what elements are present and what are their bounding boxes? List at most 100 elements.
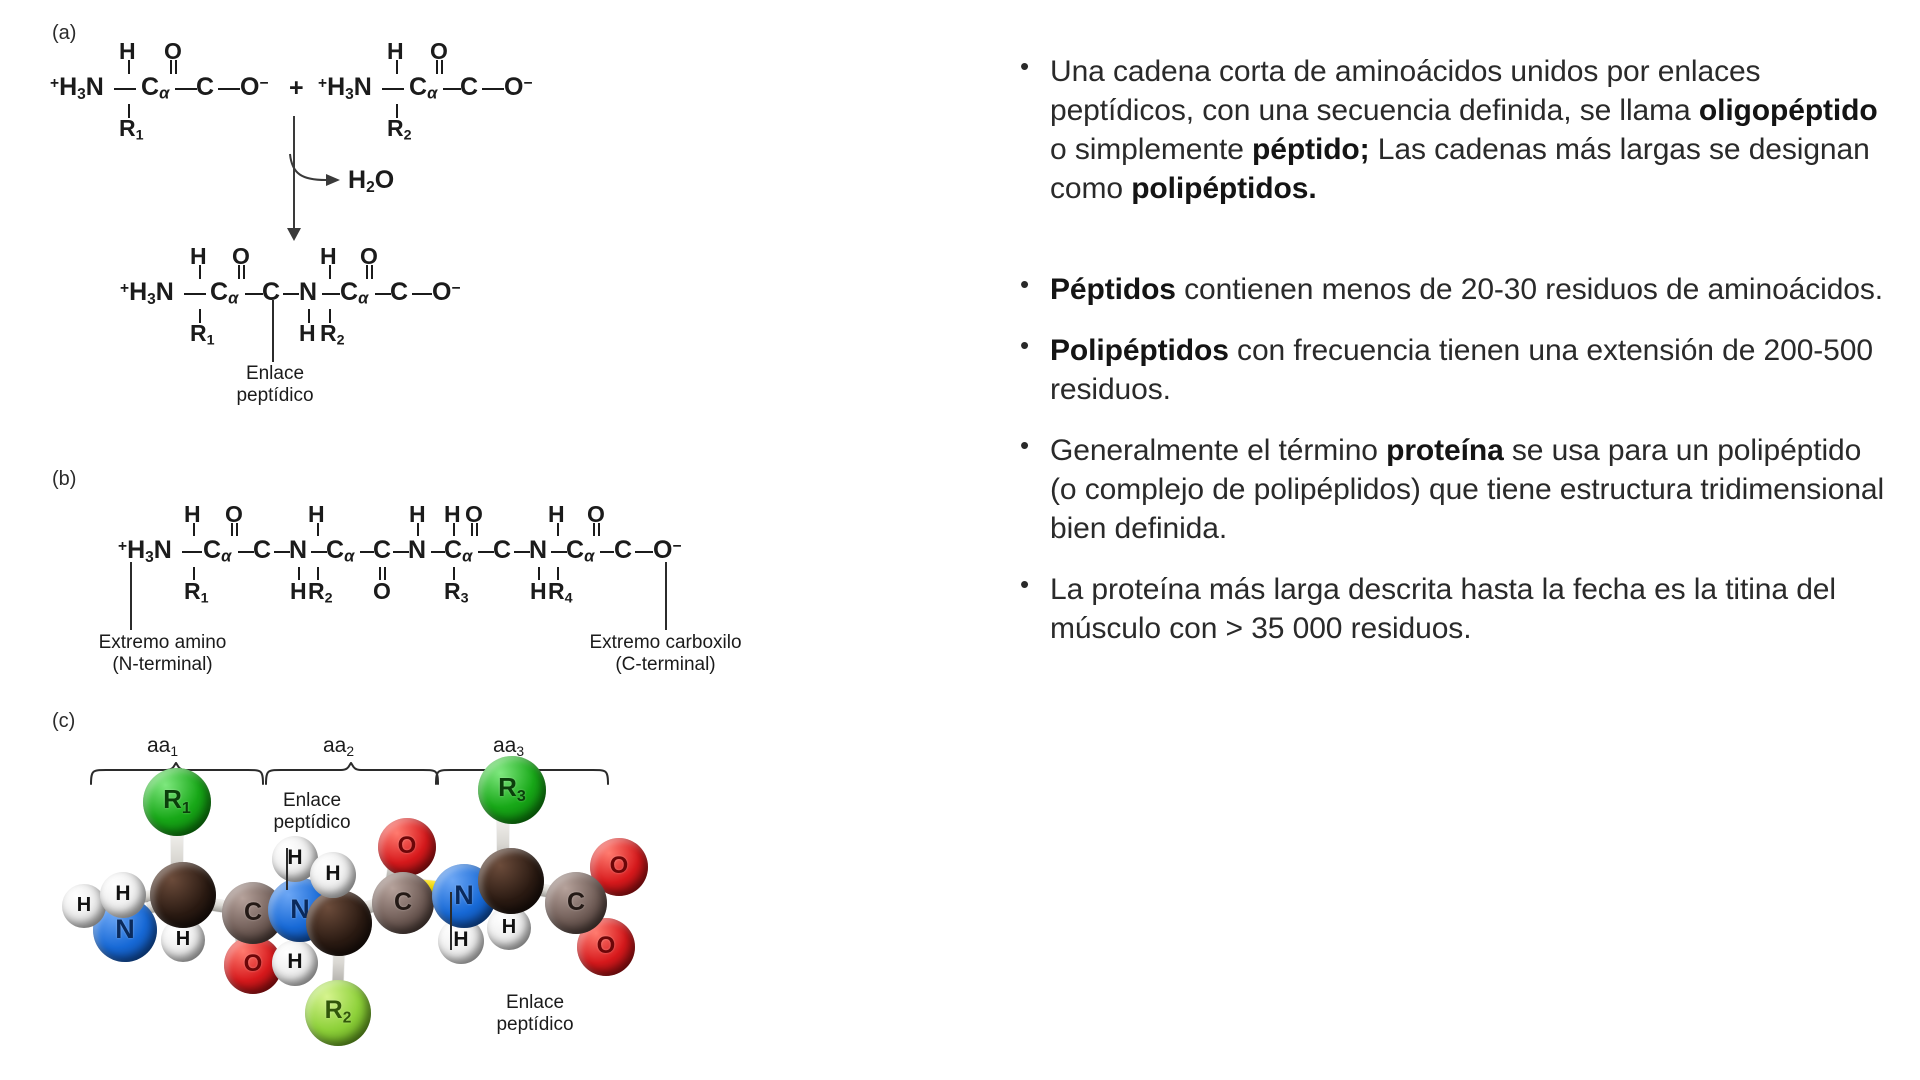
reaction-arrow-head	[287, 228, 301, 241]
c-terminal-leader	[665, 562, 667, 630]
bond	[322, 293, 340, 295]
panel-b-right-caption: Extremo carboxilo (C-terminal)	[589, 632, 742, 675]
bond	[193, 567, 195, 580]
panel-b-r2: R2	[308, 578, 333, 607]
panel-a-product-nh: H	[299, 320, 316, 346]
list-item: Péptidos contienen menos de 20-30 residu…	[1010, 268, 1890, 309]
peptide-bond-leader-1	[286, 848, 288, 890]
bond	[635, 551, 653, 553]
bond	[184, 293, 206, 295]
bond	[598, 523, 600, 536]
panel-a-product-h2: H	[320, 243, 337, 269]
panel-b-n-3: N	[529, 536, 548, 564]
bond	[600, 551, 614, 553]
panel-b-nh-3: H	[530, 578, 547, 604]
panel-c-brace-1	[90, 762, 264, 785]
panel-b-calpha-1: Cα	[203, 536, 232, 566]
panel-b-c-2: C	[373, 536, 392, 564]
bond	[384, 567, 386, 580]
panel-b-r1: R1	[184, 578, 209, 607]
panel-c-aa1-label: aa1	[147, 734, 179, 760]
bond	[236, 523, 238, 536]
panel-b-n-2: N	[408, 536, 427, 564]
bond	[396, 60, 398, 74]
bond	[478, 551, 494, 553]
atom-alpha-carbon	[478, 848, 544, 914]
panel-b-calpha-4: Cα	[566, 536, 595, 566]
panel-a-product-h1: H	[190, 243, 207, 269]
panel-b-carboxy-terminus: O−	[653, 536, 682, 564]
atom-carbonyl-carbon: C	[372, 872, 434, 934]
atom-hydrogen: H	[272, 940, 318, 986]
atom-hydrogen: H	[62, 884, 106, 928]
bond	[114, 88, 136, 90]
bond	[317, 523, 319, 536]
bond	[199, 265, 201, 279]
bond	[412, 293, 432, 295]
panel-a-aa1-amino: +H3N	[50, 73, 104, 103]
panel-a-aa1-ominus: O−	[240, 73, 269, 101]
panel-b-nh-2: H	[409, 501, 426, 527]
atom-hydrogen: H	[272, 836, 318, 882]
panel-c-letter: (c)	[52, 710, 76, 732]
bond	[379, 567, 381, 580]
panel-a-aa2-o: O	[430, 38, 448, 64]
panel-b-o-1: O	[225, 501, 243, 527]
bond	[238, 551, 254, 553]
panel-b-n-1: N	[289, 536, 308, 564]
bond	[308, 309, 310, 323]
bond	[436, 60, 438, 74]
panel-c-brace-2	[265, 762, 439, 785]
bond	[476, 523, 478, 536]
panel-b-calpha-2: Cα	[326, 536, 355, 566]
bond	[218, 88, 240, 90]
panel-a-product-n: N	[299, 278, 318, 306]
panel-a-product-r1: R1	[190, 320, 215, 349]
bond	[245, 293, 263, 295]
panel-b-h-4: H	[548, 501, 565, 527]
list-item: Polipéptidos con frecuencia tienen una e…	[1010, 329, 1890, 409]
bond	[182, 551, 202, 553]
bullet-panel: Una cadena corta de aminoácidos unidos p…	[1010, 0, 1920, 1080]
panel-a-product-r2: R2	[320, 320, 345, 349]
bond	[443, 88, 461, 90]
panel-b-c-4: C	[614, 536, 633, 564]
panel-a-aa2-ominus: O−	[504, 73, 533, 101]
bond	[417, 523, 419, 536]
bond	[243, 265, 245, 279]
bond	[238, 265, 240, 279]
atom-hydrogen: H	[161, 918, 205, 962]
list-item: Generalmente el término proteína se usa …	[1010, 429, 1890, 548]
atom-sidechain-r1: R1	[143, 768, 211, 836]
atom-alpha-carbon	[306, 890, 372, 956]
water-branch-arrow	[289, 153, 340, 186]
panel-a-aa2-calpha: Cα	[409, 73, 438, 103]
bond	[231, 523, 233, 536]
panel-a-product-c2: C	[390, 278, 409, 306]
atom-sidechain-r2: R2	[305, 980, 371, 1046]
atom-hydrogen: H	[100, 872, 146, 918]
panel-a-product-o1: O	[232, 243, 250, 269]
panel-a-aa1-r: R1	[119, 115, 144, 144]
panel-a-bond-label: Enlace peptídico	[236, 363, 314, 406]
bond	[329, 309, 331, 323]
bond	[593, 523, 595, 536]
panel-a-aa2-amino: +H3N	[318, 73, 372, 103]
atom-hydrogen: H	[310, 852, 356, 898]
bond	[393, 551, 409, 553]
panel-a-product-c1: C	[262, 278, 281, 306]
panel-b-amino-terminus: +H3N	[118, 536, 172, 566]
atom-sidechain-r3: R3	[478, 756, 546, 824]
atom-alpha-carbon	[150, 862, 216, 928]
panel-a-letter: (a)	[52, 22, 77, 44]
panel-b-calpha-3: Cα	[444, 536, 473, 566]
panel-b-letter: (b)	[52, 468, 77, 490]
bond	[175, 60, 177, 74]
bond	[283, 293, 299, 295]
list-item: Una cadena corta de aminoácidos unidos p…	[1010, 50, 1890, 208]
peptide-figure: (a) +H3N Cα H C O O− R1 + +H3N Cα H C O …	[50, 22, 742, 1046]
bond	[382, 88, 404, 90]
bond	[431, 551, 445, 553]
panel-a-aa2-h: H	[387, 38, 404, 64]
panel-b-o-3: O	[465, 501, 483, 527]
